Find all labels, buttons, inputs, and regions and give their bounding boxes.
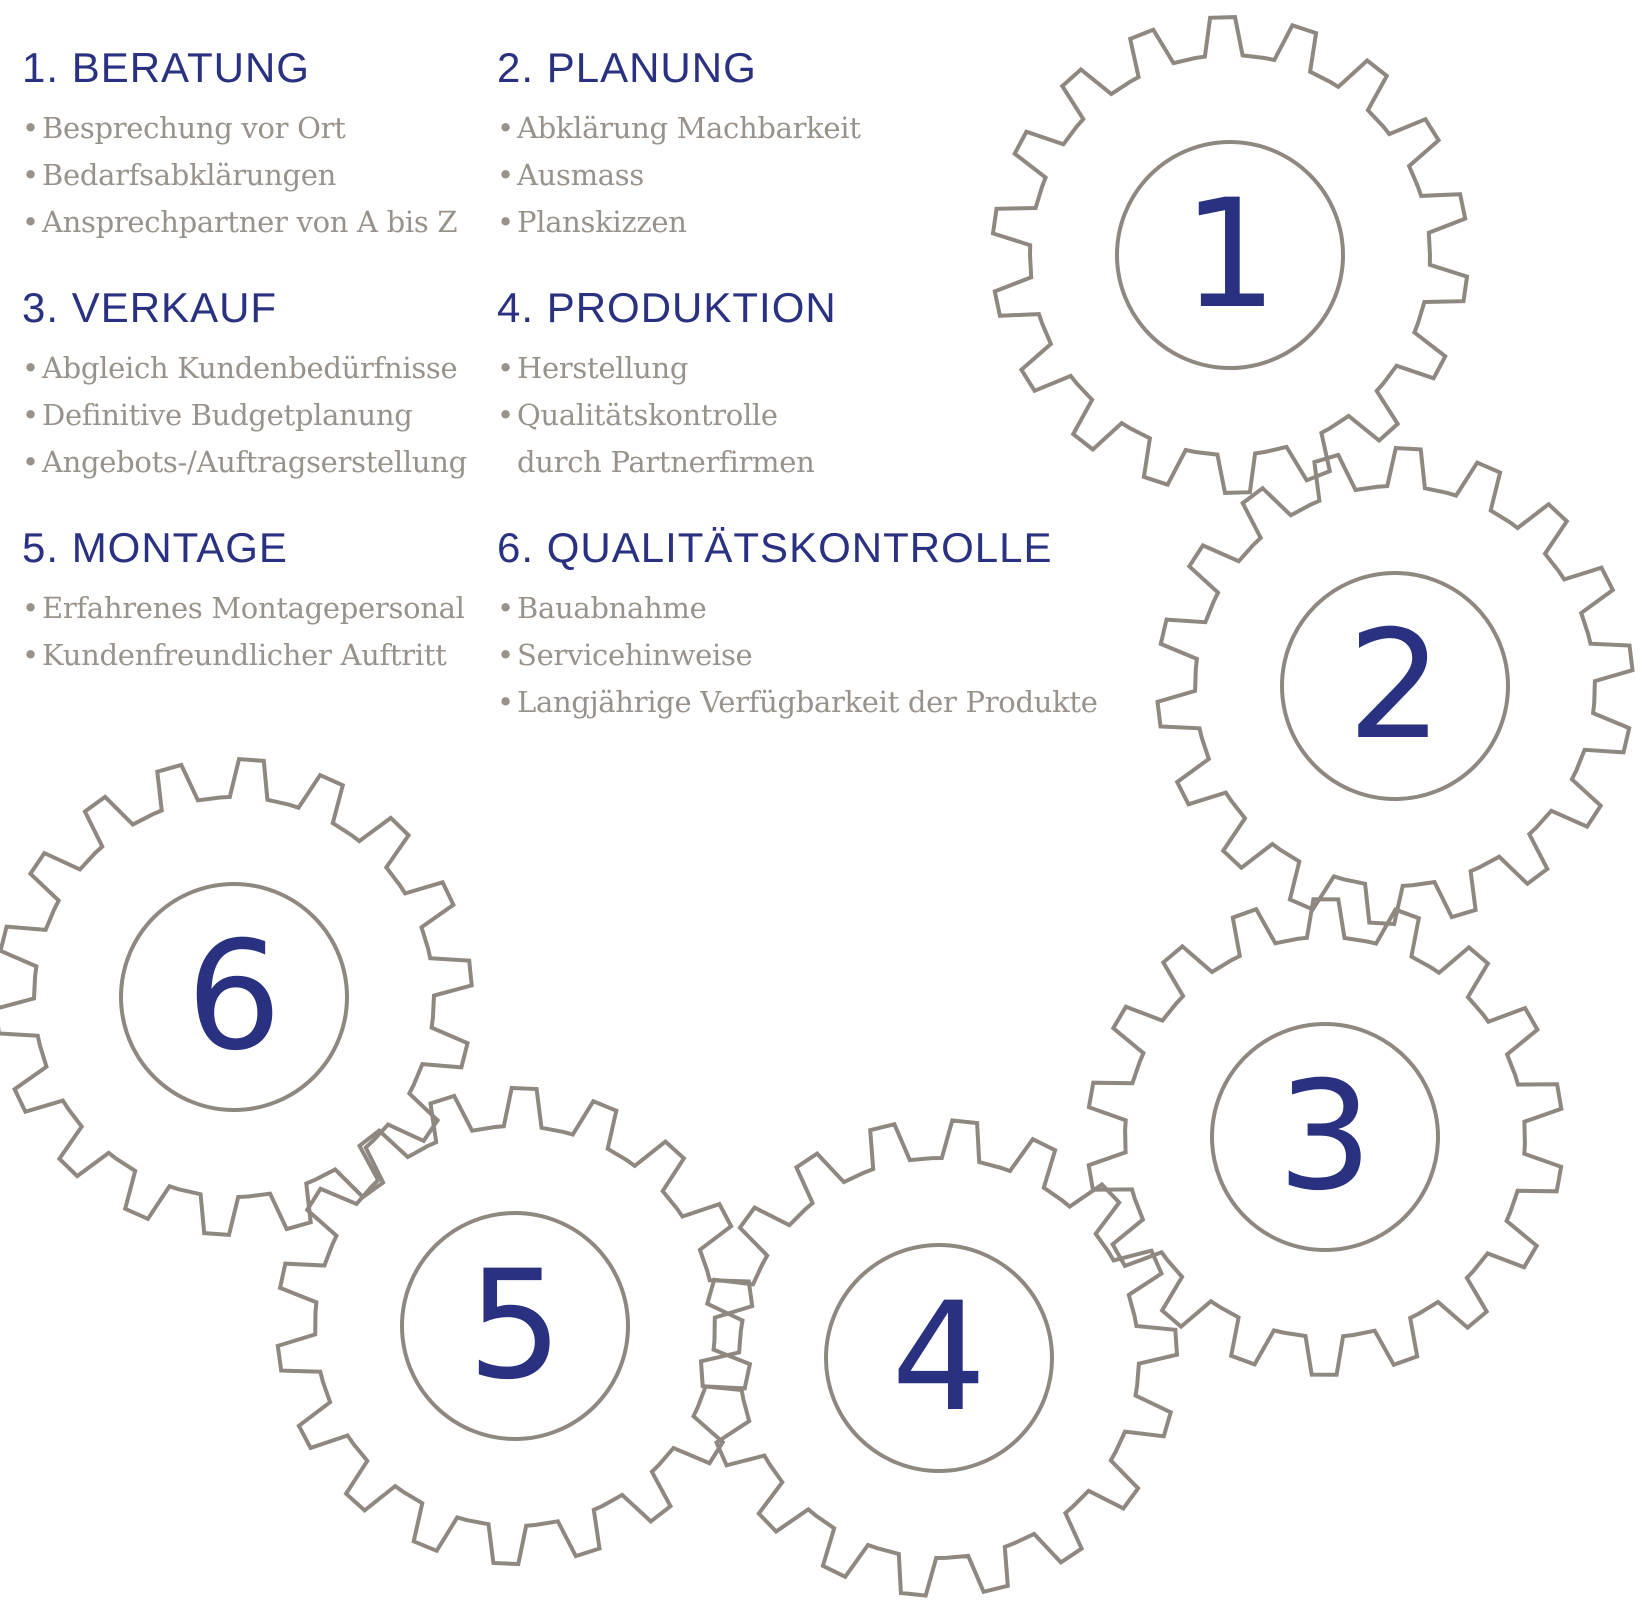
gear-2-outline — [1155, 445, 1635, 927]
gear-6-number: 6 — [186, 910, 281, 1084]
bullet-icon: • — [497, 398, 514, 432]
list-item: •Servicehinweise — [497, 632, 1098, 679]
bullet-icon: • — [497, 111, 514, 145]
gear-1-number: 1 — [1182, 168, 1277, 342]
list-item: •Qualitätskontrolle — [497, 392, 837, 439]
step-list: •Erfahrenes Montagepersonal •Kundenfreun… — [22, 585, 465, 679]
list-item: •Bedarfsabklärungen — [22, 152, 457, 199]
list-item: •Erfahrenes Montagepersonal — [22, 585, 465, 632]
gear-6-outline — [0, 756, 474, 1238]
list-item: durch Partnerfirmen — [517, 445, 815, 479]
gear-1: 1 — [990, 15, 1470, 495]
list-item: •Ansprechpartner von A bis Z — [22, 199, 458, 246]
bullet-icon: • — [22, 111, 39, 145]
bullet-icon: • — [497, 685, 514, 719]
step-title: 6. QUALITÄTSKONTROLLE — [497, 524, 1053, 571]
gear-6: 6 — [0, 756, 474, 1238]
gear-4-outline — [698, 1118, 1180, 1598]
bullet-icon: • — [497, 638, 514, 672]
step-title: 2. PLANUNG — [497, 44, 757, 91]
list-item: •Besprechung vor Ort — [22, 105, 457, 152]
bullet-icon: • — [22, 398, 39, 432]
list-item: •Langjährige Verfügbarkeit der Produkte — [497, 679, 1098, 726]
gear-5-number: 5 — [467, 1239, 562, 1413]
gear-3: 3 — [1086, 897, 1564, 1377]
list-item: •Kundenfreundlicher Auftritt — [22, 632, 465, 679]
gear-3-number: 3 — [1277, 1050, 1372, 1224]
list-item: •Planskizzen — [497, 199, 861, 246]
bullet-icon: • — [497, 351, 514, 385]
step-montage: 5. MONTAGE •Erfahrenes Montagepersonal •… — [22, 527, 465, 679]
step-planung: 2. PLANUNG •Abklärung Machbarkeit •Ausma… — [497, 47, 861, 246]
step-list: •Abklärung Machbarkeit •Ausmass •Planski… — [497, 105, 861, 246]
step-verkauf: 3. VERKAUF •Abgleich Kundenbedürfnisse •… — [22, 287, 467, 486]
list-item: •Abgleich Kundenbedürfnisse — [22, 345, 467, 392]
step-list: •Abgleich Kundenbedürfnisse •Definitive … — [22, 345, 467, 486]
list-item: •Bauabnahme — [497, 585, 1098, 632]
gear-3-outline — [1086, 897, 1564, 1377]
gear-5-outline — [275, 1085, 755, 1567]
gear-5: 5 — [275, 1085, 755, 1567]
gear-3-hub — [1210, 1022, 1440, 1252]
gear-5-hub — [400, 1211, 630, 1441]
step-title: 5. MONTAGE — [22, 524, 288, 571]
list-item: •Abklärung Machbarkeit — [497, 105, 861, 152]
bullet-icon: • — [497, 205, 514, 239]
step-list: •Bauabnahme •Servicehinweise •Langjährig… — [497, 585, 1098, 726]
step-title: 1. BERATUNG — [22, 44, 310, 91]
gear-1-outline — [990, 15, 1470, 495]
bullet-icon: • — [22, 445, 39, 479]
gear-6-hub — [119, 882, 349, 1112]
bullet-icon: • — [22, 638, 39, 672]
step-title: 4. PRODUKTION — [497, 284, 837, 331]
bullet-icon: • — [22, 591, 39, 625]
gear-2: 2 — [1155, 445, 1635, 927]
gear-2-number: 2 — [1347, 599, 1442, 773]
step-beratung: 1. BERATUNG •Besprechung vor Ort •Bedarf… — [22, 44, 458, 246]
gear-4-number: 4 — [891, 1271, 986, 1445]
step-qualitaetskontrolle: 6. QUALITÄTSKONTROLLE •Bauabnahme •Servi… — [497, 527, 1098, 726]
gear-1-hub — [1115, 140, 1345, 370]
step-produktion: 4. PRODUKTION •Herstellung •Qualitätskon… — [497, 287, 837, 486]
bullet-icon: • — [22, 158, 39, 192]
bullet-icon: • — [22, 351, 39, 385]
step-list: •Besprechung vor Ort •Bedarfsabklärungen… — [22, 105, 458, 246]
bullet-icon: • — [22, 205, 39, 239]
gear-2-hub — [1280, 571, 1510, 801]
bullet-icon: • — [497, 158, 514, 192]
gear-4: 4 — [698, 1118, 1180, 1598]
list-item: •Definitive Budgetplanung — [22, 392, 467, 439]
list-item: •Ausmass — [497, 152, 861, 199]
bullet-icon: • — [497, 591, 514, 625]
list-item: •Angebots-/Auftragserstellung — [22, 439, 467, 486]
list-item: •Herstellung — [497, 345, 837, 392]
gear-4-hub — [824, 1243, 1054, 1473]
step-title: 3. VERKAUF — [22, 284, 278, 331]
step-list: •Herstellung •Qualitätskontrolle durch P… — [497, 345, 837, 486]
